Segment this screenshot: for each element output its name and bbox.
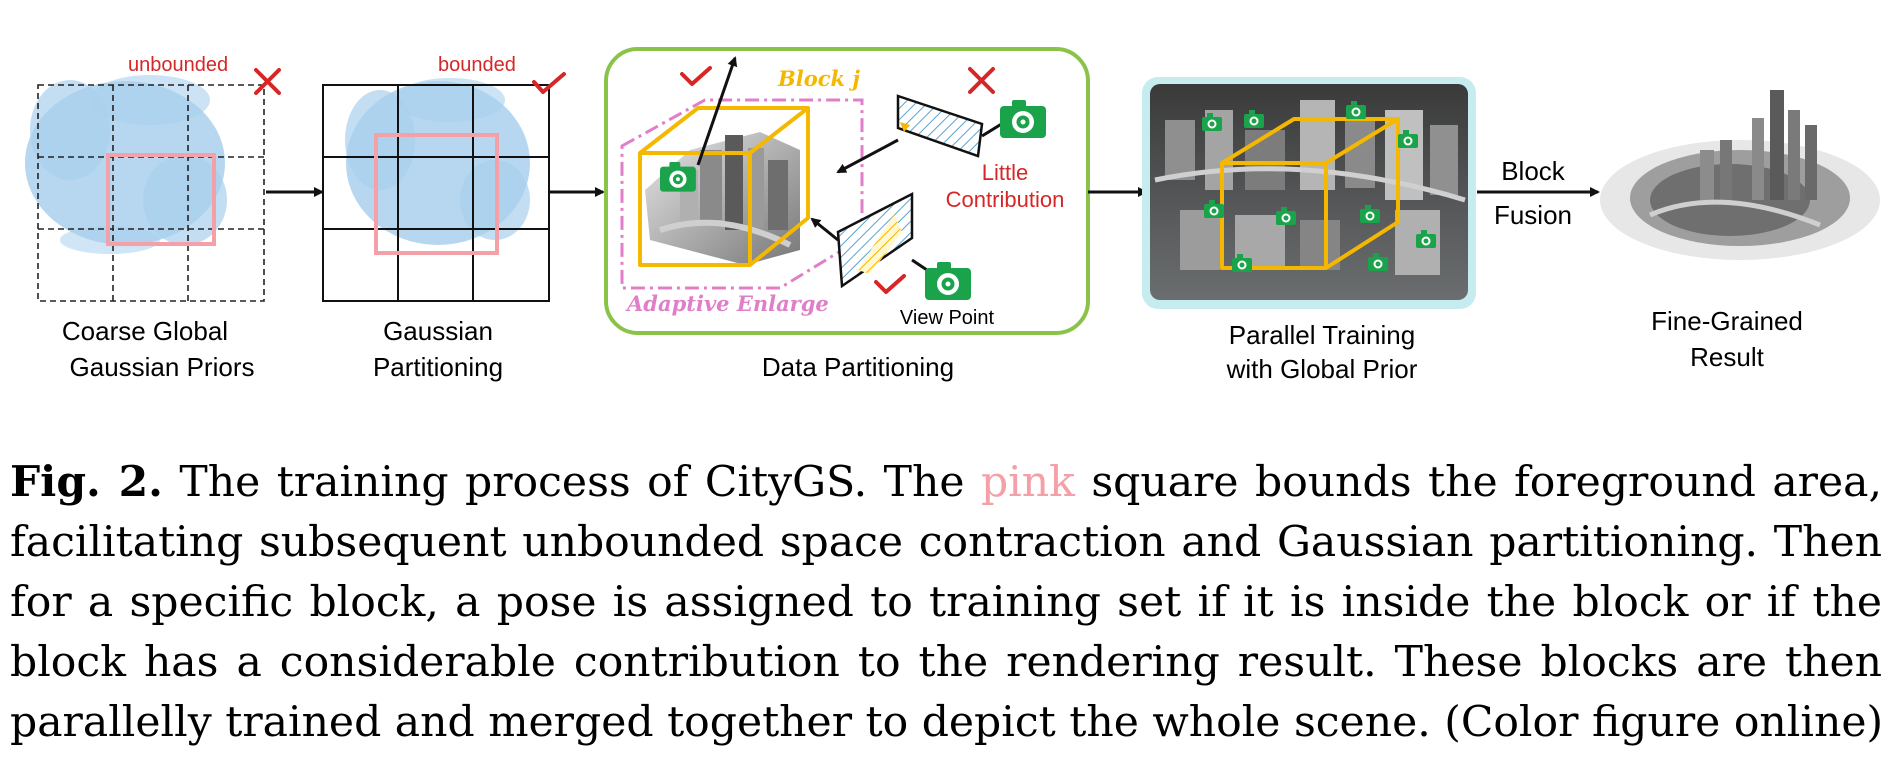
panel2-caption-line2: Partitioning: [373, 352, 503, 382]
panel3-caption: Data Partitioning: [762, 352, 954, 382]
check-icon: [532, 72, 566, 94]
block-j-cube: [638, 106, 810, 267]
panel-coarse-global-priors: unbounded Coarse Global Gaussian Priors: [25, 54, 281, 382]
panel1-caption-line1: Coarse Global: [62, 316, 228, 346]
panel5-caption-line2: Result: [1690, 342, 1764, 372]
check-icon-block: [680, 66, 712, 86]
panel4-caption-line1: Parallel Training: [1229, 320, 1415, 350]
viewpoint-label: View Point: [900, 307, 995, 329]
grid-solid: [322, 84, 550, 302]
point-cloud-2: [345, 78, 530, 245]
block-cube-2: [1220, 117, 1400, 270]
fusion-line2: Fusion: [1494, 200, 1572, 230]
panel4-caption-line2: with Global Prior: [1226, 354, 1418, 384]
figure-caption: Fig. 2. The training process of CityGS. …: [10, 452, 1884, 753]
caption-line-4: block has a considerable contribution to…: [10, 638, 1882, 687]
panel5-caption-line1: Fine-Grained: [1651, 306, 1803, 336]
caption-pink-word: pink: [980, 458, 1075, 507]
caption-line1-after: square bounds the foreground area,: [1091, 458, 1882, 507]
point-cloud-1: [25, 75, 227, 254]
fine-grained-city-image: [1600, 90, 1880, 260]
bounded-tag: bounded: [438, 54, 516, 76]
panel-gaussian-partitioning: bounded Gaussian Partitioning: [322, 54, 566, 382]
panel-parallel-training: Parallel Training with Global Prior: [1142, 77, 1476, 384]
block-fusion: Block Fusion: [1477, 156, 1600, 230]
camera-up-arrow: [696, 56, 738, 166]
viewpoint-arrow: [810, 217, 839, 242]
adaptive-enlarge-label: Adaptive Enlarge: [625, 291, 829, 316]
frustum-little: [896, 94, 984, 158]
caption-line-1: Fig. 2. The training process of CityGS. …: [10, 452, 1882, 513]
figure-label: Fig. 2.: [10, 457, 163, 507]
caption-line-2: facilitating subsequent unbounded space …: [10, 518, 1882, 567]
unbounded-tag: unbounded: [128, 54, 228, 76]
panel2-caption-line1: Gaussian: [383, 316, 493, 346]
panel1-caption-line2: Gaussian Priors: [70, 352, 255, 382]
panel-fine-grained-result: Fine-Grained Result: [1600, 90, 1880, 372]
caption-line-5: parallelly trained and merged together t…: [10, 698, 1884, 747]
little-arrow: [836, 138, 899, 174]
cross-icon-little: [968, 67, 995, 94]
caption-line-3: for a specific block, a pose is assigned…: [10, 578, 1882, 627]
little-contribution-line2: Contribution: [946, 187, 1065, 212]
check-icon-viewpoint: [874, 274, 906, 294]
fusion-line1: Block: [1501, 156, 1566, 186]
little-contribution-line1: Little: [982, 160, 1028, 185]
block-j-label: Block j: [777, 66, 860, 91]
pipeline-figure: unbounded Coarse Global Gaussian Priors …: [25, 47, 1880, 384]
caption-line1-before: The training process of CityGS. The: [179, 458, 965, 507]
panel-data-partitioning: Little Contribution Block j Adaptive Enl…: [604, 47, 1090, 382]
cross-icon: [254, 68, 281, 95]
city-buildings: [1154, 100, 1466, 275]
pink-square: [106, 153, 216, 246]
pink-square-2: [374, 133, 499, 255]
